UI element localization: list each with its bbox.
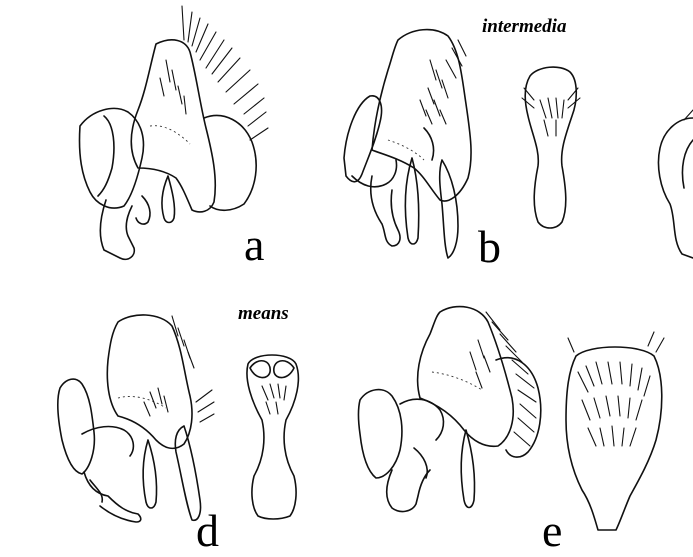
panel-e-paramere — [460, 429, 476, 509]
panel-b-basal-apodeme — [369, 175, 401, 247]
panel-d-ventral-plate-lobe-left — [249, 360, 271, 379]
panel-d-ventral-plate-setae — [261, 383, 287, 415]
panel-b-aedeagus — [351, 159, 398, 188]
panel-b-aedeagal-complex — [343, 95, 383, 183]
panel-b-setae — [419, 39, 467, 125]
species-label-means: means — [238, 303, 289, 324]
panel-b-gonostylus — [438, 159, 459, 259]
panel-a-gonocoxite — [130, 39, 217, 213]
panel-b-ventral-plate — [524, 66, 578, 229]
panel-d-drawing — [57, 314, 300, 523]
panel-a-internal-line — [149, 125, 191, 145]
panel-b-label: b — [478, 221, 501, 272]
panel-b-paramere-long — [404, 157, 420, 245]
panel-a-basal-apodeme — [99, 199, 136, 261]
panel-d-paramere — [142, 439, 158, 509]
species-label-intermedia: intermedia — [482, 16, 567, 37]
panel-e-hook — [413, 447, 429, 479]
panel-e-label: e — [542, 505, 563, 556]
panel-e-aedeagal-complex — [357, 388, 403, 479]
panel-e-gonocoxite — [416, 305, 514, 448]
panel-a-setae — [159, 5, 269, 141]
panel-e-setae — [469, 311, 537, 447]
panel-e-gonostylus — [495, 356, 542, 458]
panel-e-ventral-plate-setae — [567, 331, 665, 447]
panel-a-paramere — [161, 175, 176, 224]
panel-b-gonocoxite — [371, 28, 472, 202]
panel-b-hook — [423, 127, 435, 161]
panel-d-internal-line — [117, 396, 167, 409]
panel-b-internal-line — [387, 139, 425, 161]
panel-c-partial-drawing — [657, 117, 693, 259]
panel-c-partial-inner — [681, 139, 693, 189]
panel-d-gonostylus — [174, 425, 202, 522]
panel-b-ventral-plate-setae — [521, 87, 581, 137]
panel-d-aedeagal-complex — [57, 378, 96, 475]
panel-e-basal-apodeme — [385, 469, 431, 513]
panel-a-inner-plate — [97, 115, 115, 197]
panel-d-basal-apodeme — [83, 471, 142, 523]
panel-d-setae — [143, 315, 215, 423]
panel-d-label: d — [196, 505, 219, 556]
panel-d-gonocoxite — [106, 314, 193, 450]
panel-a-label: a — [244, 219, 265, 270]
panel-e-aedeagus — [399, 398, 445, 441]
panel-e-ventral-plate — [565, 346, 663, 531]
panel-b-drawing — [343, 28, 693, 259]
panel-d-aedeagus — [81, 425, 135, 457]
panel-c-partial-seta — [683, 109, 693, 121]
panel-d-ventral-plate — [246, 354, 300, 520]
panel-e-internal-line — [431, 371, 483, 391]
panel-e-drawing — [357, 305, 665, 531]
panel-d-hook — [89, 479, 104, 503]
panel-a-aedeagal-complex — [78, 107, 145, 209]
panel-a-hook — [135, 195, 151, 225]
panel-a-gonostylus — [203, 114, 257, 212]
panel-a-drawing — [78, 5, 269, 261]
panel-d-ventral-plate-lobe-right — [273, 360, 295, 379]
